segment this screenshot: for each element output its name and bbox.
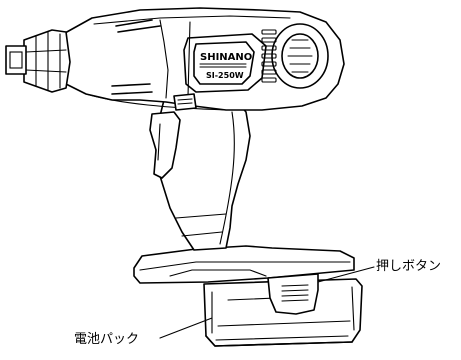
battery-pack-leader xyxy=(159,317,213,339)
side-nameplate-panel: SHINANO SI-250W xyxy=(183,33,267,93)
square-drive-anvil xyxy=(5,45,27,75)
battery-pack-label: 電池パック xyxy=(74,332,140,347)
callout-leaders xyxy=(159,266,375,339)
brand-text: SHINANO xyxy=(200,52,252,63)
push-button xyxy=(267,273,319,315)
trigger xyxy=(149,111,181,179)
rear-vent-grille xyxy=(261,23,329,89)
battery-mount-foot xyxy=(133,245,355,284)
model-text: SI-250W xyxy=(206,71,244,80)
push-button-leader xyxy=(317,266,375,283)
nose-hammer-case xyxy=(23,29,71,93)
push-button-label: 押しボタン xyxy=(376,259,442,274)
direction-switch xyxy=(173,93,197,111)
